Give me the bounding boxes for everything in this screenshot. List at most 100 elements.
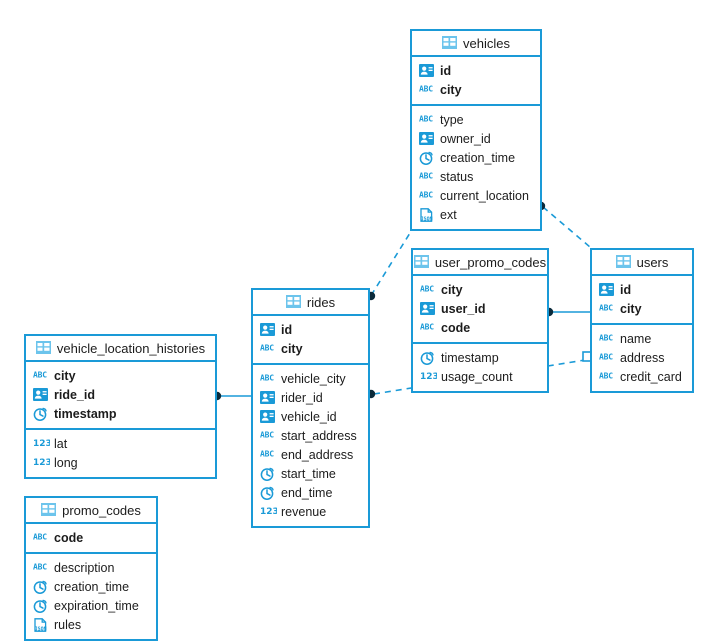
- svg-text:ABC: ABC: [419, 190, 433, 199]
- field-name: long: [54, 455, 78, 470]
- field-row[interactable]: timestamp: [26, 404, 215, 423]
- svg-text:123: 123: [420, 372, 437, 381]
- field-row[interactable]: ABC vehicle_city: [253, 369, 368, 388]
- svg-text:ABC: ABC: [599, 333, 613, 342]
- field-row[interactable]: ABC city: [592, 299, 692, 318]
- field-row[interactable]: ABC code: [26, 528, 156, 547]
- field-name: owner_id: [440, 131, 491, 146]
- field-row[interactable]: ABC status: [412, 167, 540, 186]
- primary-key-section: ABC city user_id ABC code: [413, 276, 547, 342]
- field-row[interactable]: JSON ext: [412, 205, 540, 224]
- 123-icon: 123: [420, 370, 437, 384]
- field-row[interactable]: owner_id: [412, 129, 540, 148]
- abc-icon: ABC: [419, 83, 434, 97]
- field-row[interactable]: ABC type: [412, 110, 540, 129]
- field-row[interactable]: start_time: [253, 464, 368, 483]
- entity-header-vehicle_location_histories[interactable]: vehicle_location_histories: [26, 336, 215, 362]
- abc-icon: ABC: [599, 332, 614, 346]
- table-icon: [285, 295, 301, 309]
- field-row[interactable]: 123 long: [26, 453, 215, 472]
- entity-table-vehicle_location_histories[interactable]: vehicle_location_histories ABC city ride…: [24, 334, 217, 479]
- field-row[interactable]: ABC city: [413, 280, 547, 299]
- field-name: city: [54, 368, 76, 383]
- field-name: end_time: [281, 485, 333, 500]
- entity-title: rides: [306, 294, 336, 310]
- primary-key-section: ABC city ride_id timestamp: [26, 362, 215, 428]
- json-icon: JSON: [33, 617, 48, 632]
- field-name: creation_time: [54, 579, 130, 594]
- svg-text:JSON: JSON: [421, 216, 433, 222]
- abc-icon: ABC: [260, 372, 275, 386]
- field-name: start_time: [281, 466, 336, 481]
- svg-text:ABC: ABC: [260, 449, 274, 458]
- field-row[interactable]: ABC description: [26, 558, 156, 577]
- field-row[interactable]: id: [253, 320, 368, 339]
- field-name: rider_id: [281, 390, 323, 405]
- field-name: user_id: [441, 301, 486, 316]
- entity-header-promo_codes[interactable]: promo_codes: [26, 498, 156, 524]
- field-row[interactable]: ABC city: [253, 339, 368, 358]
- field-row[interactable]: end_time: [253, 483, 368, 502]
- abc-icon: ABC: [599, 351, 614, 365]
- field-row[interactable]: expiration_time: [26, 596, 156, 615]
- field-name: lat: [54, 436, 68, 451]
- clock-icon: [420, 351, 435, 365]
- field-row[interactable]: timestamp: [413, 348, 547, 367]
- abc-icon: ABC: [33, 561, 48, 575]
- field-row[interactable]: ABC city: [26, 366, 215, 385]
- relationship-vehicle-location-histories-rides[interactable]: [212, 391, 252, 401]
- field-row[interactable]: creation_time: [412, 148, 540, 167]
- id-card-icon: [33, 387, 48, 402]
- abc-icon: ABC: [419, 189, 434, 203]
- field-row[interactable]: ABC code: [413, 318, 547, 337]
- entity-table-users[interactable]: users id ABC city ABC name ABC address A…: [590, 248, 694, 393]
- entity-header-rides[interactable]: rides: [253, 290, 368, 316]
- clock-icon: [260, 486, 275, 500]
- field-row[interactable]: ABC name: [592, 329, 692, 348]
- fields-section: timestamp 123 usage_count: [413, 342, 547, 391]
- field-row[interactable]: 123 usage_count: [413, 367, 547, 386]
- field-row[interactable]: 123 lat: [26, 434, 215, 453]
- id-card-icon: [419, 63, 434, 78]
- field-row[interactable]: JSON rules: [26, 615, 156, 634]
- field-name: timestamp: [54, 406, 117, 421]
- field-row[interactable]: ABC city: [412, 80, 540, 99]
- abc-icon: ABC: [420, 321, 435, 335]
- field-name: ride_id: [54, 387, 95, 402]
- field-row[interactable]: ABC credit_card: [592, 367, 692, 386]
- field-row[interactable]: ride_id: [26, 385, 215, 404]
- abc-icon: ABC: [260, 448, 275, 462]
- svg-text:ABC: ABC: [33, 562, 47, 571]
- entity-header-vehicles[interactable]: vehicles: [412, 31, 540, 57]
- relationship-user-promo-codes-users[interactable]: [544, 307, 591, 317]
- field-name: current_location: [440, 188, 529, 203]
- entity-table-rides[interactable]: rides id ABC city ABC vehicle_city rider…: [251, 288, 370, 528]
- field-name: start_address: [281, 428, 357, 443]
- field-row[interactable]: rider_id: [253, 388, 368, 407]
- field-row[interactable]: ABC start_address: [253, 426, 368, 445]
- abc-icon: ABC: [419, 113, 434, 127]
- field-row[interactable]: user_id: [413, 299, 547, 318]
- abc-icon: ABC: [260, 342, 275, 356]
- field-row[interactable]: vehicle_id: [253, 407, 368, 426]
- entity-table-vehicles[interactable]: vehicles id ABC city ABC type owner_id c…: [410, 29, 542, 231]
- entity-header-user_promo_codes[interactable]: user_promo_codes: [413, 250, 547, 276]
- svg-text:ABC: ABC: [599, 352, 613, 361]
- entity-title: promo_codes: [62, 502, 141, 518]
- clock-icon: [33, 407, 48, 421]
- abc-icon: ABC: [260, 429, 275, 443]
- entity-table-promo_codes[interactable]: promo_codes ABC code ABC description cre…: [24, 496, 158, 641]
- svg-text:ABC: ABC: [420, 322, 434, 331]
- field-row[interactable]: id: [592, 280, 692, 299]
- field-row[interactable]: 123 revenue: [253, 502, 368, 521]
- svg-text:ABC: ABC: [420, 284, 434, 293]
- entity-header-users[interactable]: users: [592, 250, 692, 276]
- field-row[interactable]: ABC end_address: [253, 445, 368, 464]
- abc-icon: ABC: [33, 531, 48, 545]
- field-row[interactable]: creation_time: [26, 577, 156, 596]
- field-row[interactable]: ABC current_location: [412, 186, 540, 205]
- field-name: status: [440, 169, 474, 184]
- field-row[interactable]: ABC address: [592, 348, 692, 367]
- field-row[interactable]: id: [412, 61, 540, 80]
- entity-table-user_promo_codes[interactable]: user_promo_codes ABC city user_id ABC co…: [411, 248, 549, 393]
